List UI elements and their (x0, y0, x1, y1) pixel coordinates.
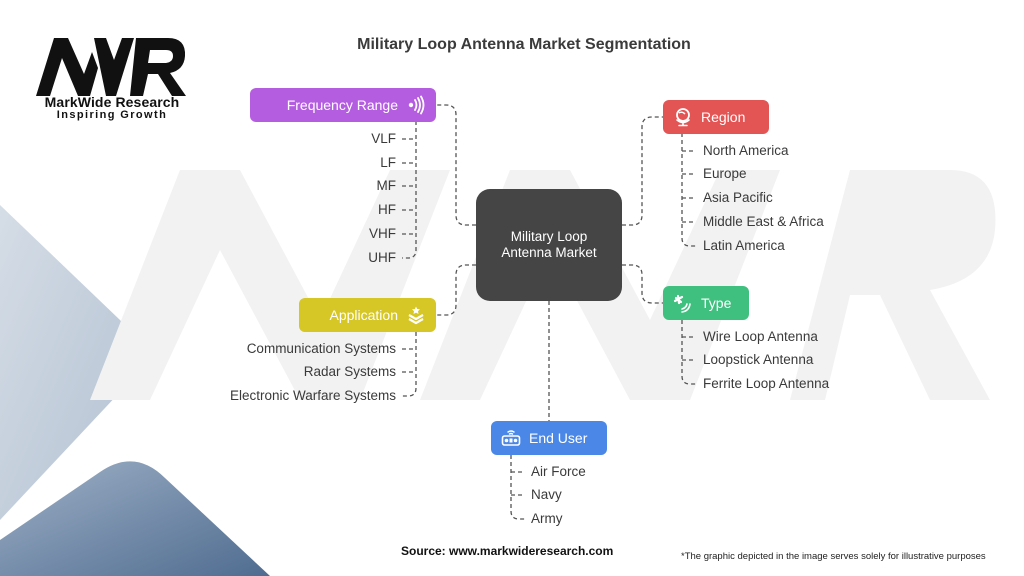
category-type: Type (663, 286, 749, 320)
logo-mark-icon (36, 38, 186, 96)
category-label: End User (529, 430, 588, 446)
list-item: North America (703, 143, 789, 158)
category-label: Application (329, 307, 399, 323)
list-item: Air Force (531, 464, 586, 479)
category-end-user: End User (491, 421, 607, 455)
source-text: Source: www.markwideresearch.com (401, 544, 614, 558)
disclaimer-text: *The graphic depicted in the image serve… (681, 551, 986, 562)
category-label: Frequency Range (286, 97, 398, 113)
category-label: Region (701, 109, 746, 125)
military-rank-icon (408, 306, 424, 325)
list-item: UHF (368, 250, 396, 265)
signal-waves-icon (408, 95, 425, 115)
satellite-icon (673, 294, 691, 313)
list-item: LF (380, 155, 396, 170)
list-item: Loopstick Antenna (703, 352, 814, 367)
list-item: HF (378, 202, 396, 217)
logo-name: MarkWide Research (44, 94, 180, 110)
radio-icon (501, 430, 521, 446)
list-item: Army (531, 511, 563, 526)
list-item: Ferrite Loop Antenna (703, 376, 830, 391)
list-item: MF (376, 178, 397, 193)
list-item: Radar Systems (303, 364, 396, 379)
bg-shape-light (0, 205, 138, 520)
category-region: Region (663, 100, 769, 134)
logo-tagline: Inspiring Growth (56, 109, 168, 121)
bg-shape-dark (0, 461, 270, 576)
list-item: Electronic Warfare Systems (229, 388, 396, 403)
list-item: VHF (369, 226, 396, 241)
category-frequency-range: Frequency Range (250, 88, 436, 122)
globe-icon (676, 108, 690, 127)
list-item: Navy (531, 487, 562, 502)
list-item: Asia Pacific (703, 190, 773, 205)
center-node-label: Military Loop Antenna Market (501, 229, 597, 260)
category-application: Application (299, 298, 436, 332)
list-item: Middle East & Africa (703, 214, 824, 229)
page-title: Military Loop Antenna Market Segmentatio… (357, 36, 691, 53)
list-item: Wire Loop Antenna (703, 329, 818, 344)
center-node: Military Loop Antenna Market (476, 189, 622, 301)
list-item: Latin America (703, 238, 785, 253)
list-item: Communication Systems (246, 341, 396, 356)
list-item: Europe (703, 166, 747, 181)
list-item: VLF (371, 131, 396, 146)
category-label: Type (701, 295, 732, 311)
